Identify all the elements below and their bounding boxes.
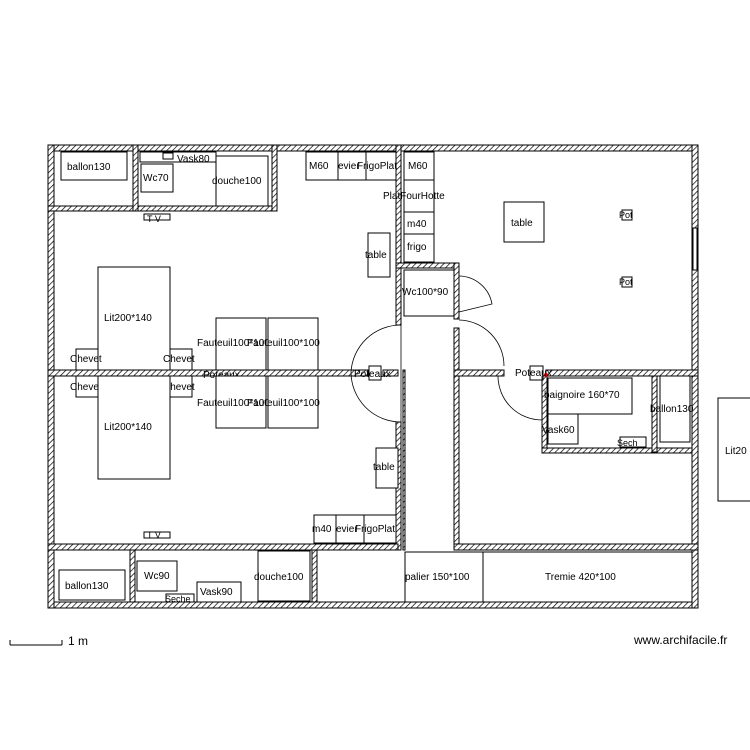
window-right [692, 227, 698, 271]
baignoire-label: baignoire 160*70 [544, 390, 620, 401]
pot-1-label: Pot [619, 210, 633, 220]
fauteuil-bl [215, 375, 267, 429]
posts [368, 365, 548, 381]
fauteuil-br-label: Fauteuil100*100 [247, 398, 320, 409]
m60-left [305, 151, 339, 181]
fauteuil-tr-label: Fauteuil100*100 [247, 338, 320, 349]
plat-four-hotte [403, 179, 435, 213]
table-mid [367, 232, 391, 278]
table-right-label: table [511, 218, 533, 229]
table-right [503, 201, 545, 243]
pot-2 [621, 276, 633, 288]
tv-top [143, 213, 171, 221]
evier-top-label: evier [338, 161, 360, 172]
evier-bot [335, 514, 365, 544]
m40-right-label: m40 [407, 219, 427, 230]
seche-bot-label: Seche [165, 594, 191, 604]
plat-four-hotte-label: PlatFourHotte [383, 191, 445, 202]
lit-bot-label: Lit200*140 [104, 422, 152, 433]
frigoplat-bot [363, 514, 397, 544]
tv-bot-label: T V [147, 530, 161, 540]
sech-label: Sech [617, 438, 638, 448]
table-mid-label: table [365, 250, 387, 261]
frigo-right-label: frigo [407, 242, 427, 253]
website-label: www.archifacile.fr [634, 633, 728, 647]
lit-top-label: Lit200*140 [104, 313, 152, 324]
baignoire [547, 377, 633, 415]
wc100 [403, 269, 455, 317]
poteau-r-label: Poteaux [515, 368, 552, 379]
wc90-label: Wc90 [144, 571, 170, 582]
tremie-label: Tremie 420*100 [545, 572, 616, 583]
vask60 [547, 413, 579, 445]
ballon-top [60, 151, 128, 181]
seche-bot [165, 593, 195, 603]
fauteuil-tl-label: Fauteuil100*100 [197, 338, 270, 349]
lit-far-label: Lit20 [725, 446, 747, 457]
ballon-bot-label: ballon130 [65, 581, 109, 592]
tremie [482, 551, 693, 603]
vask90-label: Vask90 [200, 587, 233, 598]
ballon-bot [58, 569, 126, 601]
ballon-right [659, 375, 691, 443]
scale-label: 1 m [68, 634, 89, 648]
ballon-right-label: ballon130 [650, 404, 694, 415]
fauteuil-tl [215, 317, 267, 371]
wc90 [136, 560, 178, 592]
pot-2-label: Pot [619, 277, 633, 287]
lit-far [717, 397, 750, 502]
table-bot [375, 447, 399, 489]
frigoplat-top-label: FrigoPlat [357, 161, 397, 172]
wc70-label: Wc70 [143, 173, 169, 184]
lit-bot [97, 375, 171, 480]
wc70 [140, 163, 174, 193]
wc100-label: Wc100*90 [402, 287, 449, 298]
doors [350, 275, 543, 423]
frigoplat-bot-label: FrigoPlat [355, 524, 395, 535]
sech [619, 436, 647, 448]
chevet-tr [169, 348, 193, 371]
frigoplat-top [365, 151, 397, 181]
vask60-label: Vask60 [542, 425, 575, 436]
douche-top [215, 155, 269, 207]
frigo-right [403, 233, 435, 263]
table-bot-label: table [373, 462, 395, 473]
m60-right-label: M60 [408, 161, 428, 172]
fauteuil-bl-label: Fauteuil100*100 [197, 398, 270, 409]
poteau-m-label: Poteaux [354, 369, 391, 380]
evier-top [337, 151, 367, 181]
lit-top [97, 266, 171, 371]
fauteuil-br [267, 375, 319, 429]
chevet-br-label: Chevet [163, 382, 195, 393]
douche-bot [257, 550, 311, 602]
chevet-tl-label: Chevet [70, 354, 102, 365]
m60-left-label: M60 [309, 161, 329, 172]
douche-top-label: douche100 [212, 176, 262, 187]
vask80-tap [162, 152, 174, 160]
chevet-bl-label: Chevet [70, 382, 102, 393]
ballon-top-label: ballon130 [67, 162, 111, 173]
pot-1 [621, 209, 633, 221]
vask80-label: Vask80 [177, 154, 210, 165]
tv-top-label: T V [147, 214, 161, 224]
evier-bot-label: evier [336, 524, 358, 535]
tv-bot [143, 531, 171, 539]
chevet-tr-label: Chevet [163, 354, 195, 365]
chevet-tl [75, 348, 99, 371]
fauteuil-tr [267, 317, 319, 371]
scale-bar [9, 640, 63, 646]
douche-bot-label: douche100 [254, 572, 304, 583]
palier-label: palier 150*100 [405, 572, 470, 583]
vask90 [196, 581, 242, 603]
m40-bot-label: m40 [312, 524, 332, 535]
